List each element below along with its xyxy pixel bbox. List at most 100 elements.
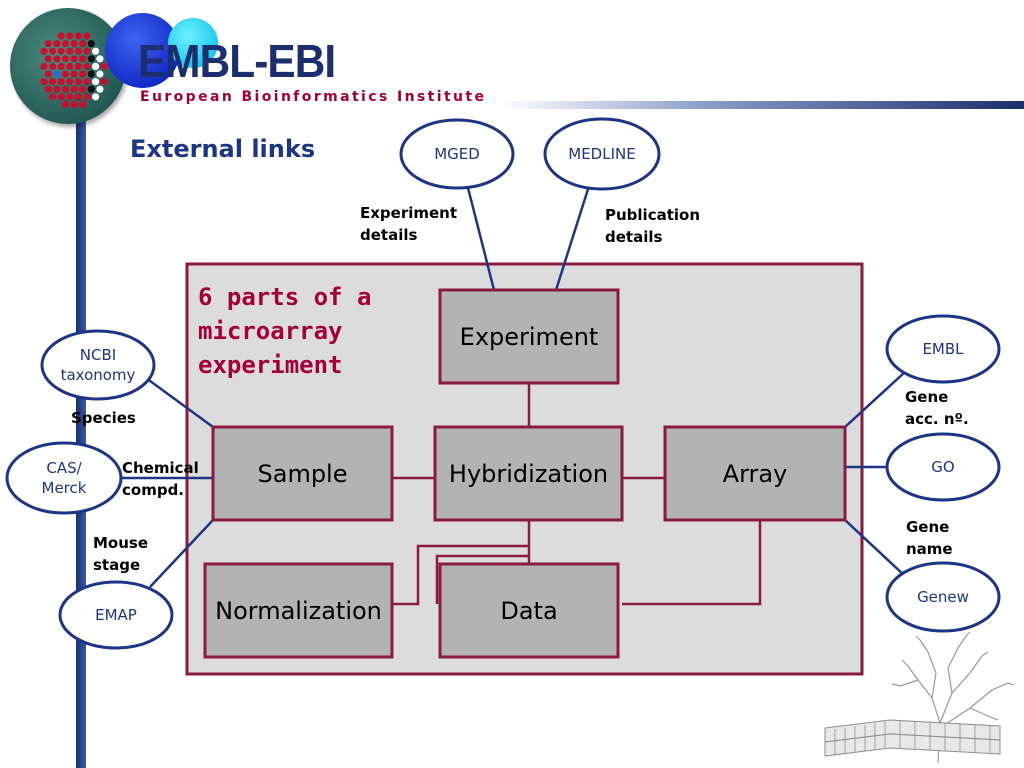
experiment-box (438, 288, 620, 385)
logo-dot (44, 55, 52, 63)
logo-dot (57, 93, 65, 101)
logo-dot (74, 93, 82, 101)
logo-dot (92, 78, 100, 86)
logo-dot (40, 78, 48, 86)
logo-dot (66, 32, 74, 40)
header-accent-bar (500, 101, 1024, 109)
logo-dot (40, 47, 48, 55)
ncbi-oval (40, 329, 156, 401)
logo-dot (44, 40, 52, 48)
logo-dot (92, 93, 100, 101)
experiment-label: Experiment (459, 322, 599, 351)
array-data-link (622, 520, 762, 606)
genew-label: Genew (917, 588, 969, 606)
array-label: Array (722, 459, 788, 488)
sample-box (211, 425, 394, 522)
logo-dot (49, 47, 57, 55)
medline-oval (543, 117, 661, 191)
logo-dot (92, 62, 100, 70)
logo-dot (83, 62, 91, 70)
logo-dot (49, 62, 57, 70)
logo-dot (57, 62, 65, 70)
logo-dot (83, 47, 91, 55)
logo-dot (66, 47, 74, 55)
normalization-box (203, 562, 394, 659)
logo-dot (57, 47, 65, 55)
genew-oval (885, 561, 1001, 633)
logo-dot (79, 100, 87, 108)
logo-dot (74, 62, 82, 70)
logo-dot (87, 70, 95, 78)
logo-dot (49, 93, 57, 101)
embl-label: EMBL (922, 340, 964, 358)
logo-dot (87, 40, 95, 48)
logo-dot (53, 40, 61, 48)
logo-dot (70, 40, 78, 48)
cas-oval (5, 441, 123, 515)
mouse-stage-label: Mouse stage (93, 534, 149, 574)
logo-dot (74, 32, 82, 40)
gene-accession-label: Gene acc. nº. (905, 388, 969, 428)
logo-dot (79, 55, 87, 63)
logo-dot (49, 78, 57, 86)
logo-dot (96, 55, 104, 63)
hybridization-label: Hybridization (448, 459, 609, 488)
logo-dot (79, 85, 87, 93)
logo-dot (61, 85, 70, 93)
cas-label: CAS/ Merck (41, 459, 87, 497)
logo-dot (66, 93, 74, 101)
hybridization-normalization-link (392, 544, 529, 606)
go-label: GO (931, 458, 955, 476)
data-box (438, 562, 620, 659)
logo-dot (79, 70, 87, 78)
logo-dot (70, 70, 78, 78)
logo-dot (40, 62, 48, 70)
logo-dot (74, 78, 82, 86)
logo-dot (96, 70, 104, 78)
logo-dot (53, 70, 61, 78)
embl-array-link (844, 371, 906, 428)
logo-dot (53, 85, 61, 93)
logo-dot (83, 32, 91, 40)
logo-blue-circle-icon (105, 13, 180, 88)
go-oval (885, 432, 1001, 502)
genew-array-link (844, 519, 906, 577)
embl-oval (885, 314, 1001, 384)
sample-label: Sample (257, 459, 348, 488)
medline-experiment-link (554, 185, 591, 291)
logo-dot (74, 47, 82, 55)
logo-dot (70, 85, 78, 93)
logo-cyan-circle-icon (168, 18, 218, 68)
hybridization-box (433, 425, 624, 522)
emap-sample-link (149, 519, 214, 588)
logo-dot (83, 93, 91, 101)
logo-dot (57, 32, 65, 40)
left-accent-bar (76, 108, 86, 768)
mged-label: MGED (434, 145, 480, 163)
ebi-building-tree-icon (824, 631, 1015, 764)
medline-label: MEDLINE (568, 145, 636, 163)
mged-oval (399, 118, 515, 190)
embl-ebi-logo-icon (40, 32, 108, 108)
gene-name-label: Gene name (906, 518, 953, 558)
logo-dot (44, 70, 52, 78)
normalization-label: Normalization (215, 596, 382, 625)
logo-dot (61, 70, 70, 78)
publication-details-label: Publication details (605, 206, 701, 246)
logo-dot (66, 78, 74, 86)
logo-dot (70, 55, 78, 63)
mged-experiment-link (464, 179, 496, 291)
logo-dot (53, 55, 61, 63)
logo-dot (92, 47, 100, 55)
logo-dot (79, 40, 87, 48)
logo-dot (70, 100, 78, 108)
logo-dot (87, 85, 95, 93)
logo-dot (87, 55, 95, 63)
logo-dot (66, 62, 74, 70)
logo-dot (96, 85, 104, 93)
logo-dot (100, 78, 108, 86)
data-label: Data (500, 596, 558, 625)
logo-dot (57, 78, 65, 86)
experiment-details-label: Experiment details (360, 204, 458, 244)
